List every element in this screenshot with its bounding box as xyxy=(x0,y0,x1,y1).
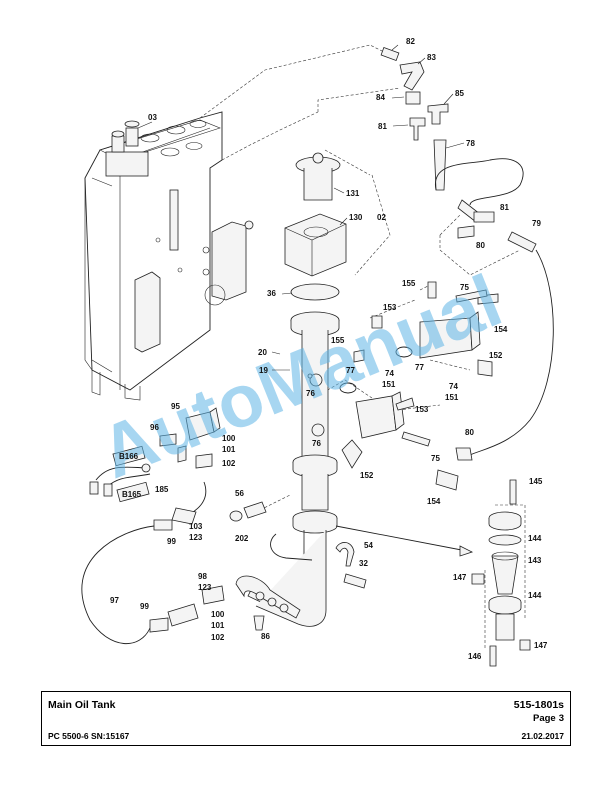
part-label: 146 xyxy=(468,652,482,661)
part-label: 185 xyxy=(155,485,169,494)
part-label: 102 xyxy=(211,633,225,642)
leader-ticks xyxy=(137,44,465,371)
part-label: 103 xyxy=(189,522,203,531)
part-label: 84 xyxy=(376,93,385,102)
part-label: 101 xyxy=(222,445,236,454)
part-label: 03 xyxy=(148,113,157,122)
part-label: 100 xyxy=(222,434,236,443)
part-label: 154 xyxy=(494,325,508,334)
part-label: 02 xyxy=(377,213,386,222)
page-label: Page xyxy=(532,713,556,724)
part-label: 147 xyxy=(534,641,548,650)
part-label: B165 xyxy=(122,490,142,499)
part-label: 155 xyxy=(402,279,416,288)
part-label: 99 xyxy=(167,537,176,546)
leader-frames xyxy=(199,44,526,650)
part-label: 19 xyxy=(259,366,268,375)
part-label: 123 xyxy=(198,583,212,592)
part-label: 20 xyxy=(258,348,267,357)
part-label: 74 xyxy=(449,382,458,391)
part-label: 144 xyxy=(528,534,542,543)
part-label: 101 xyxy=(211,621,225,630)
part-label: 74 xyxy=(385,369,394,378)
part-label: 130 xyxy=(349,213,363,222)
part-label: 54 xyxy=(364,541,373,550)
part-label: 131 xyxy=(346,189,360,198)
document-title: Main Oil Tank xyxy=(48,699,116,711)
part-label: 32 xyxy=(359,559,368,568)
part-label: 80 xyxy=(465,428,474,437)
part-label: 81 xyxy=(500,203,509,212)
part-label: 78 xyxy=(466,139,475,148)
hose-assembly xyxy=(81,481,367,644)
breather-assembly xyxy=(284,152,347,277)
document-number: 515-1801s xyxy=(513,699,564,711)
part-label: 97 xyxy=(110,596,119,605)
part-label: 96 xyxy=(150,423,159,432)
part-label: 75 xyxy=(460,283,469,292)
part-label: 152 xyxy=(489,351,503,360)
part-label: 145 xyxy=(529,477,543,486)
part-label: 82 xyxy=(406,37,415,46)
part-label: 152 xyxy=(360,471,374,480)
part-label: 143 xyxy=(528,556,542,565)
sensor-unit xyxy=(89,407,221,503)
part-label: 123 xyxy=(189,533,203,542)
parts-diagram: AutoManual 82 83 84 85 81 78 03 131 130 … xyxy=(81,37,554,667)
part-label: 151 xyxy=(445,393,459,402)
part-label: 100 xyxy=(211,610,225,619)
document-date: 21.02.2017 xyxy=(521,731,564,741)
machine-model: PC 5500-6 SN:15167 xyxy=(48,731,130,741)
part-label: 202 xyxy=(235,534,249,543)
page-number: 3 xyxy=(558,713,564,724)
part-label: 153 xyxy=(383,303,397,312)
part-label: 155 xyxy=(331,336,345,345)
return-pipe xyxy=(235,575,301,631)
part-label: 79 xyxy=(532,219,541,228)
part-label: 153 xyxy=(415,405,429,414)
part-label: 147 xyxy=(453,573,467,582)
part-label: 95 xyxy=(171,402,180,411)
part-label: 77 xyxy=(346,366,355,375)
part-labels: 82 83 84 85 81 78 03 131 130 02 81 79 80… xyxy=(110,37,548,661)
part-label: 76 xyxy=(312,439,321,448)
part-label: 81 xyxy=(378,122,387,131)
part-label: 102 xyxy=(222,459,236,468)
part-label: 86 xyxy=(261,632,270,641)
part-label: 36 xyxy=(267,289,276,298)
part-label: 85 xyxy=(455,89,464,98)
part-label: 144 xyxy=(528,591,542,600)
part-label: 75 xyxy=(431,454,440,463)
part-label: B166 xyxy=(119,452,139,461)
oil-tank-drawing xyxy=(84,111,254,401)
part-label: 83 xyxy=(427,53,436,62)
part-label: 151 xyxy=(382,380,396,389)
part-label: 77 xyxy=(415,363,424,372)
fittings-group-top xyxy=(380,46,554,456)
part-label: 56 xyxy=(235,489,244,498)
strainer-assembly xyxy=(335,479,531,667)
part-label: 80 xyxy=(476,241,485,250)
valve-blocks xyxy=(339,281,499,491)
part-label: 98 xyxy=(198,572,207,581)
part-label: 154 xyxy=(427,497,441,506)
part-label: 76 xyxy=(306,389,315,398)
part-label: 99 xyxy=(140,602,149,611)
